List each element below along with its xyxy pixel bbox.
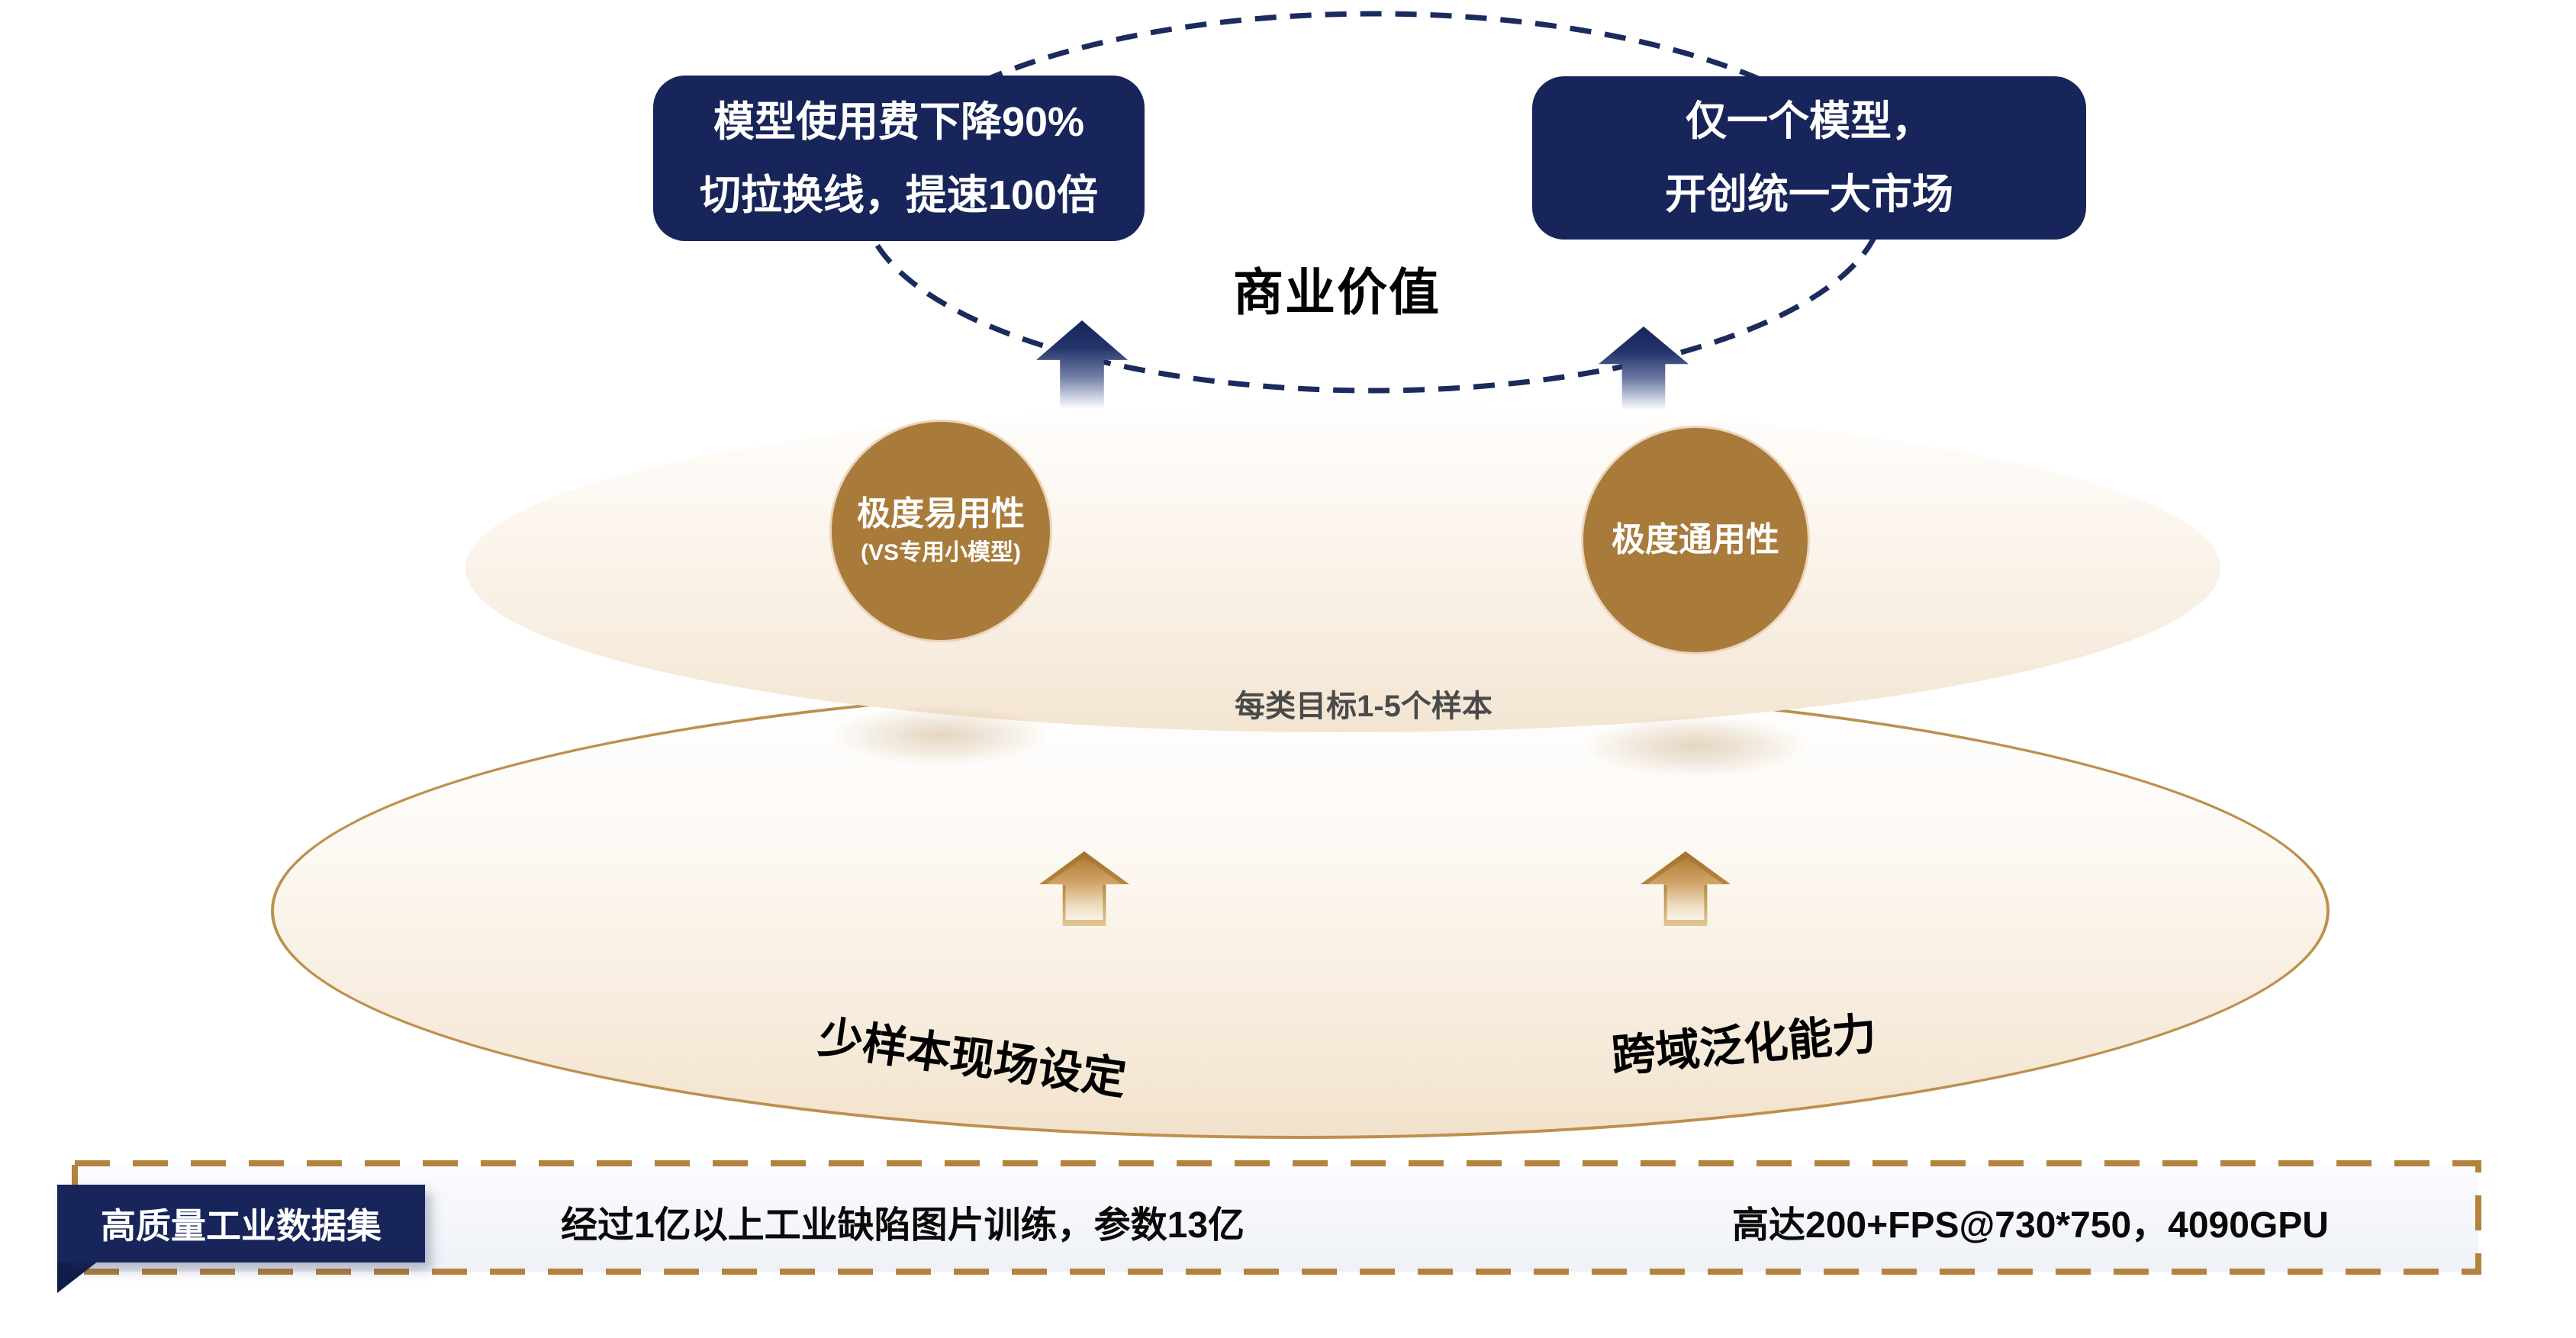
benefit-box-left-line1: 模型使用费下降90% bbox=[713, 98, 1085, 145]
benefit-box-left-line2: 切拉换线，提速100倍 bbox=[699, 172, 1099, 218]
foundation-ellipse bbox=[271, 683, 2330, 1139]
samples-per-target-label: 每类目标1-5个样本 bbox=[1235, 690, 1492, 723]
generality-circle-title: 极度通用性 bbox=[1612, 521, 1779, 558]
generality-circle: 极度通用性 bbox=[1581, 426, 1810, 655]
up-arrow-navy-right-icon bbox=[1599, 326, 1689, 412]
capability-ellipse bbox=[465, 404, 2220, 732]
training-data-text: 经过1亿以上工业缺陷图片训练，参数13亿 bbox=[560, 1205, 1245, 1246]
usability-circle-subtitle: (VS专用小模型) bbox=[861, 540, 1021, 565]
circle-left-reflection bbox=[834, 706, 1048, 765]
usability-circle: 极度易用性 (VS专用小模型) bbox=[829, 420, 1052, 642]
benefit-box-left: 模型使用费下降90% 切拉换线，提速100倍 bbox=[653, 76, 1145, 241]
benefit-box-right-line2: 开创统一大市场 bbox=[1665, 172, 1953, 217]
benefit-box-right-line1: 仅一个模型， bbox=[1686, 98, 1933, 144]
usability-circle-title: 极度易用性 bbox=[857, 495, 1025, 532]
benefit-box-right: 仅一个模型， 开创统一大市场 bbox=[1532, 76, 2086, 240]
page-title: 商业价值 bbox=[1233, 264, 1441, 320]
performance-text: 高达200+FPS@730*750，4090GPU bbox=[1732, 1205, 2329, 1246]
dataset-tag-label: 高质量工业数据集 bbox=[101, 1206, 382, 1246]
circle-right-reflection bbox=[1585, 716, 1806, 777]
dataset-tag: 高质量工业数据集 bbox=[57, 1185, 425, 1262]
up-arrow-navy-left-icon bbox=[1036, 320, 1128, 410]
